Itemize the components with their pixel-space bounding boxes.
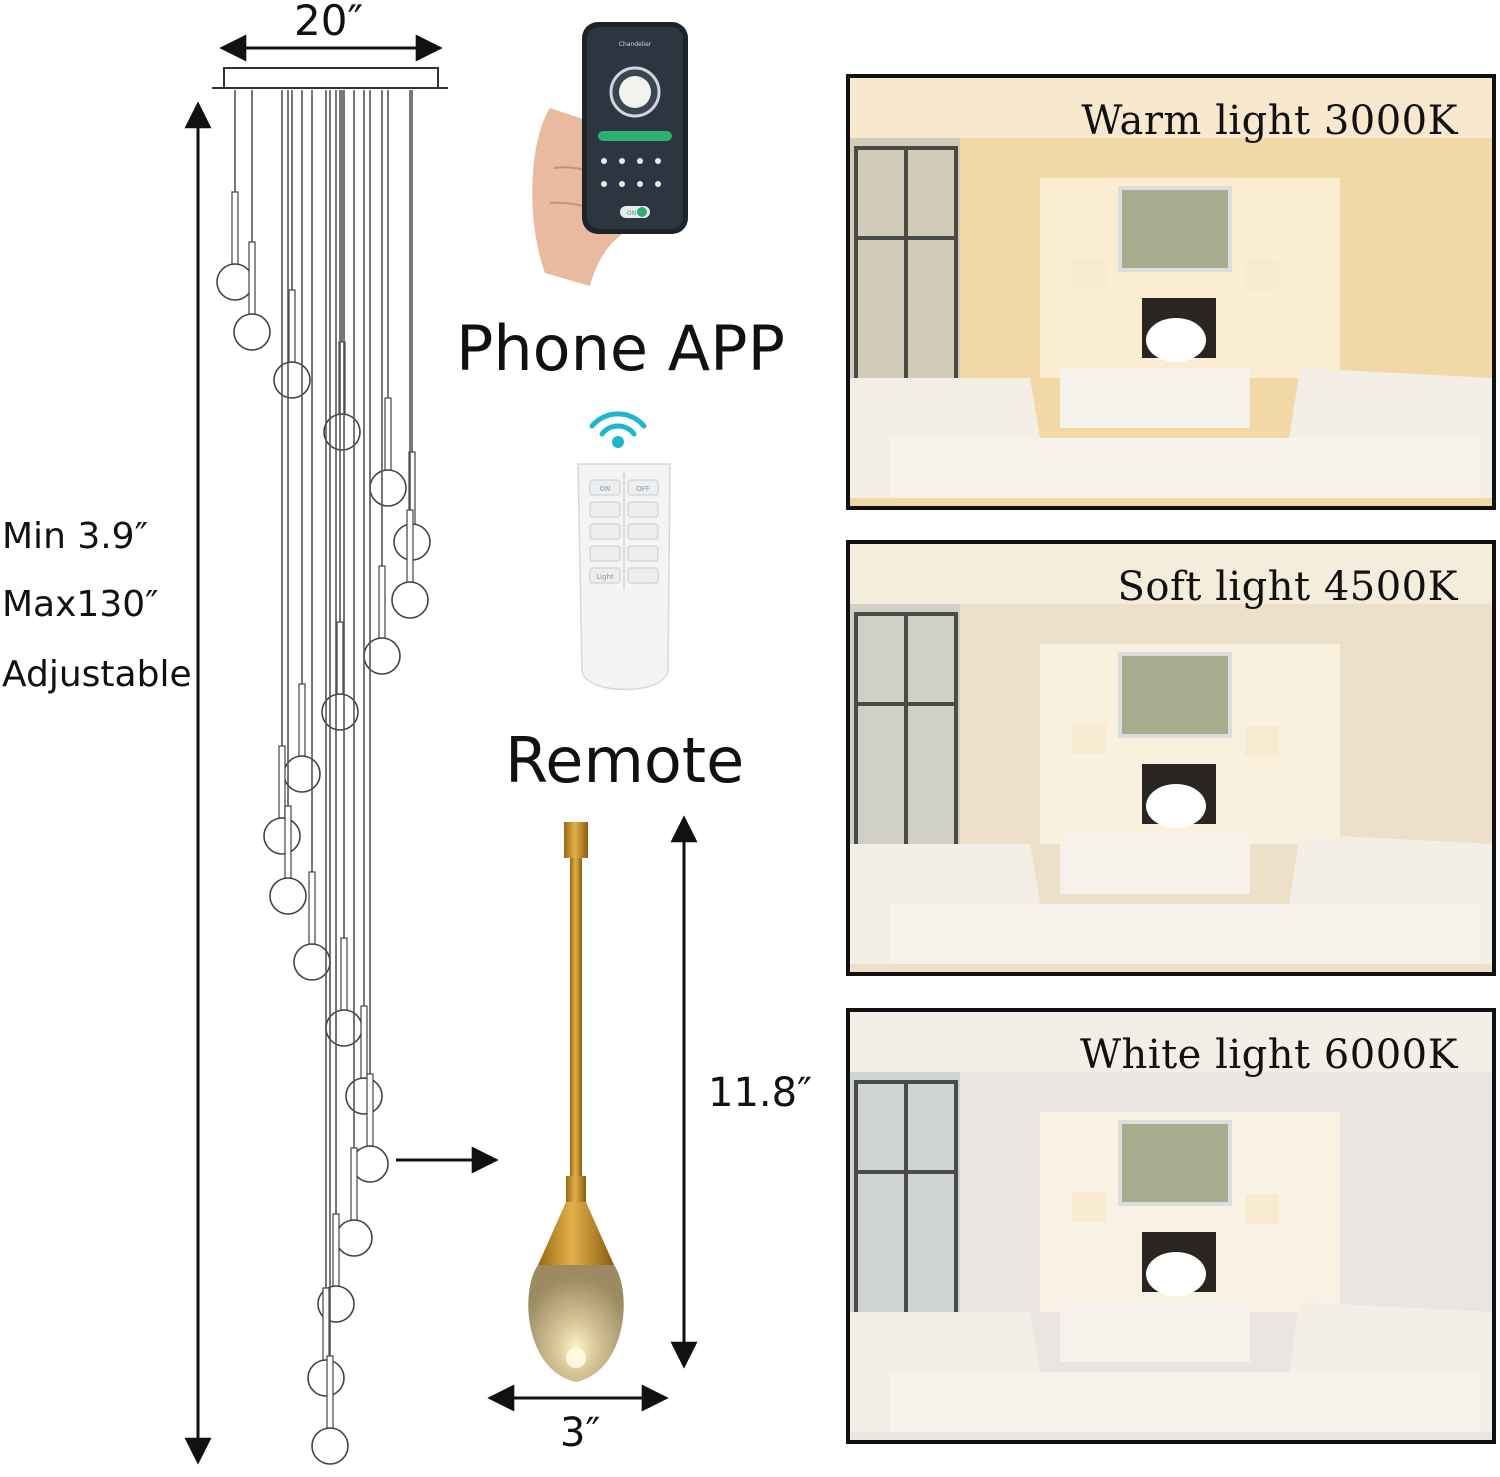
pendant-globe (273, 361, 311, 399)
pendant-globe (323, 413, 361, 451)
pendant-rod (366, 1073, 374, 1147)
white-light-panel: White light 6000K (846, 1008, 1496, 1444)
phone-brightness-slider (598, 131, 672, 141)
pendant-rod (231, 191, 239, 265)
soft-light-panel: Soft light 4500K (846, 540, 1496, 976)
phone-app-illustration: Chandelier ON (532, 22, 688, 286)
remote-button[interactable] (627, 545, 659, 562)
ceiling-canopy (223, 67, 439, 89)
pendant-rod (406, 509, 414, 583)
living-room-image (850, 1012, 1492, 1440)
remote-button[interactable] (589, 479, 621, 496)
remote-illustration: ON OFF Light (577, 411, 671, 691)
panel-title: White light 6000K (1079, 1032, 1458, 1078)
pendant-rod (326, 1355, 334, 1429)
pendant-rod (340, 937, 348, 1011)
remote-button[interactable] (627, 479, 659, 496)
pendant-globe (263, 817, 301, 855)
remote-button-label: Light (596, 573, 614, 581)
pendant-globe (321, 693, 359, 731)
wireless-signal-icon (589, 411, 647, 437)
pendant-rod (308, 871, 316, 945)
pendant-globe (269, 877, 307, 915)
pendant-cords (216, 90, 431, 1465)
phone-toggle-label: ON (627, 210, 636, 217)
pendant-globe (369, 469, 407, 507)
remote-button[interactable] (589, 523, 621, 540)
remote-button[interactable] (627, 523, 659, 540)
phone-app-label: Phone APP (456, 312, 785, 385)
pendant-rod (288, 289, 296, 363)
pendant-globe (391, 581, 429, 619)
pendant-width-label: 3″ (560, 1410, 601, 1456)
pendant-globe (345, 1077, 383, 1115)
remote-label: Remote (505, 724, 745, 797)
remote-button-label: OFF (636, 485, 650, 493)
pendant-rod (248, 241, 256, 315)
pendant-rod (336, 621, 344, 695)
remote-button[interactable] (589, 501, 621, 518)
pendant-rod (284, 805, 292, 879)
pendant-globe (216, 263, 254, 301)
pendant-globe (233, 313, 271, 351)
pendant-globe (307, 1359, 345, 1397)
remote-button[interactable] (627, 501, 659, 518)
pendant-rod (378, 565, 386, 639)
remote-button[interactable] (627, 567, 659, 584)
phone-screen-title: Chandelier (619, 41, 652, 48)
height-min-label: Min 3.9″ (2, 516, 149, 557)
pendant-globe (335, 1219, 373, 1257)
pendant-globe (283, 755, 321, 793)
pendant-rod (278, 745, 286, 819)
panel-title: Warm light 3000K (1081, 98, 1458, 144)
panel-title: Soft light 4500K (1117, 564, 1458, 610)
living-room-image (850, 544, 1492, 972)
remote-button[interactable] (589, 567, 621, 584)
pendant-globe (293, 943, 331, 981)
chandelier-drawing (184, 34, 499, 1465)
living-room-image (850, 78, 1492, 506)
pendant-globe (325, 1009, 363, 1047)
pendant-rod (384, 397, 392, 471)
pendant-rod (350, 1147, 358, 1221)
width-dimension-label: 20″ (294, 0, 364, 45)
pendant-rod (332, 1213, 340, 1287)
pendant-rod (360, 1005, 368, 1079)
height-adjustable-label: Adjustable (2, 654, 192, 695)
pendant-globe (311, 1427, 349, 1465)
remote-button[interactable] (589, 545, 621, 562)
pendant-detail (487, 815, 698, 1412)
pendant-rod (298, 683, 306, 757)
remote-button-label: ON (600, 485, 611, 493)
warm-light-panel: Warm light 3000K (846, 74, 1496, 510)
height-max-label: Max130″ (2, 584, 159, 625)
pendant-rod (322, 1287, 330, 1361)
pendant-height-label: 11.8″ (708, 1070, 813, 1116)
